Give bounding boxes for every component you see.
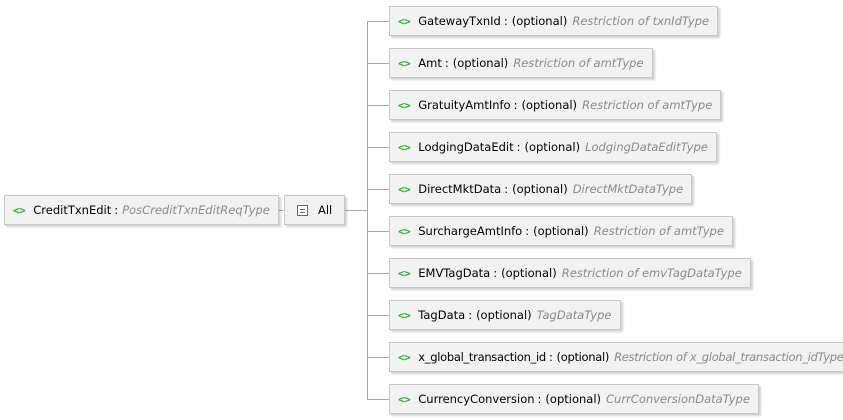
element-icon: <> — [398, 56, 411, 70]
child-element-name: CurrencyConversion — [418, 392, 535, 406]
child-element-type: Restriction of x_global_transaction_idTy… — [614, 350, 843, 364]
child-element-node[interactable]: <> SurchargeAmtInfo : (optional) Restric… — [389, 216, 733, 246]
element-icon: <> — [13, 203, 26, 217]
optional-label: (optional) — [511, 14, 568, 28]
optional-label: (optional) — [556, 350, 610, 364]
all-compositor-icon — [297, 204, 308, 216]
child-element-name: SurchargeAmtInfo — [418, 224, 523, 238]
name-type-separator: : — [525, 224, 530, 238]
optional-label: (optional) — [512, 182, 568, 196]
element-icon: <> — [398, 140, 411, 154]
optional-label: (optional) — [533, 224, 589, 238]
child-element-type: CurrConversionDataType — [606, 392, 750, 406]
child-element-node[interactable]: <> x_global_transaction_id : (optional) … — [389, 342, 843, 372]
child-element-type: Restriction of txnIdType — [572, 14, 710, 28]
child-element-type: Restriction of emvTagDataType — [561, 266, 742, 280]
child-element-type: TagDataType — [536, 308, 612, 322]
child-element-node[interactable]: <> TagData : (optional) TagDataType — [389, 300, 621, 330]
connector-branch — [367, 147, 389, 148]
child-element-type: Restriction of amtType — [593, 224, 724, 238]
name-type-separator: : — [516, 140, 521, 154]
optional-label: (optional) — [476, 308, 532, 322]
name-type-separator: : — [504, 182, 509, 196]
child-element-type: DirectMktDataType — [572, 182, 684, 196]
child-element-name: Amt — [418, 56, 442, 70]
child-element-node[interactable]: <> CurrencyConversion : (optional) CurrC… — [389, 384, 759, 414]
connector-branch — [367, 399, 389, 400]
element-icon: <> — [398, 350, 411, 364]
connector-branch — [367, 273, 389, 274]
element-icon: <> — [398, 182, 411, 196]
connector-branch — [367, 315, 389, 316]
name-type-separator: : — [548, 350, 553, 364]
child-element-type: Restriction of amtType — [582, 98, 713, 112]
child-element-name: TagData — [418, 308, 466, 322]
name-type-separator: : — [114, 203, 119, 217]
child-element-type: LodgingDataEditType — [585, 140, 708, 154]
child-element-node[interactable]: <> GratuityAmtInfo : (optional) Restrict… — [389, 90, 722, 120]
child-element-type: Restriction of amtType — [513, 56, 644, 70]
all-compositor-node[interactable]: All — [284, 195, 346, 225]
element-icon: <> — [398, 224, 411, 238]
connector-branch — [367, 189, 389, 190]
optional-label: (optional) — [521, 98, 578, 112]
child-element-node[interactable]: <> EMVTagData : (optional) Restriction o… — [389, 258, 751, 288]
root-element-type: PosCreditTxnEditReqType — [122, 203, 270, 217]
connector-branch — [367, 63, 389, 64]
name-type-separator: : — [444, 56, 449, 70]
connector-branch — [367, 357, 389, 358]
root-element-name: CreditTxnEdit — [33, 203, 112, 217]
element-icon: <> — [398, 308, 411, 322]
optional-label: (optional) — [452, 56, 509, 70]
child-element-node[interactable]: <> Amt : (optional) Restriction of amtTy… — [389, 48, 653, 78]
child-element-name: GatewayTxnId — [418, 14, 501, 28]
element-icon: <> — [398, 98, 411, 112]
root-element-node[interactable]: <> CreditTxnEdit : PosCreditTxnEditReqTy… — [4, 195, 279, 225]
connector-branch — [367, 21, 389, 22]
connector-branch — [367, 231, 389, 232]
child-element-name: GratuityAmtInfo — [418, 98, 511, 112]
connector-trunk — [367, 21, 368, 399]
child-element-name: DirectMktData — [418, 182, 502, 196]
connector-branch — [367, 105, 389, 106]
optional-label: (optional) — [545, 392, 602, 406]
optional-label: (optional) — [501, 266, 557, 280]
name-type-separator: : — [537, 392, 542, 406]
name-type-separator: : — [503, 14, 508, 28]
name-type-separator: : — [513, 98, 518, 112]
element-icon: <> — [398, 14, 411, 28]
child-element-node[interactable]: <> GatewayTxnId : (optional) Restriction… — [389, 6, 719, 36]
compositor-label: All — [318, 203, 333, 217]
connector-all-to-trunk — [345, 210, 367, 211]
child-element-name: x_global_transaction_id — [418, 350, 546, 364]
element-icon: <> — [398, 392, 411, 406]
element-icon: <> — [398, 266, 411, 280]
name-type-separator: : — [468, 308, 473, 322]
child-element-name: LodgingDataEdit — [418, 140, 514, 154]
child-element-name: EMVTagData — [418, 266, 491, 280]
child-element-node[interactable]: <> LodgingDataEdit : (optional) LodgingD… — [389, 132, 717, 162]
name-type-separator: : — [493, 266, 498, 280]
optional-label: (optional) — [524, 140, 581, 154]
child-element-node[interactable]: <> DirectMktData : (optional) DirectMktD… — [389, 174, 693, 204]
